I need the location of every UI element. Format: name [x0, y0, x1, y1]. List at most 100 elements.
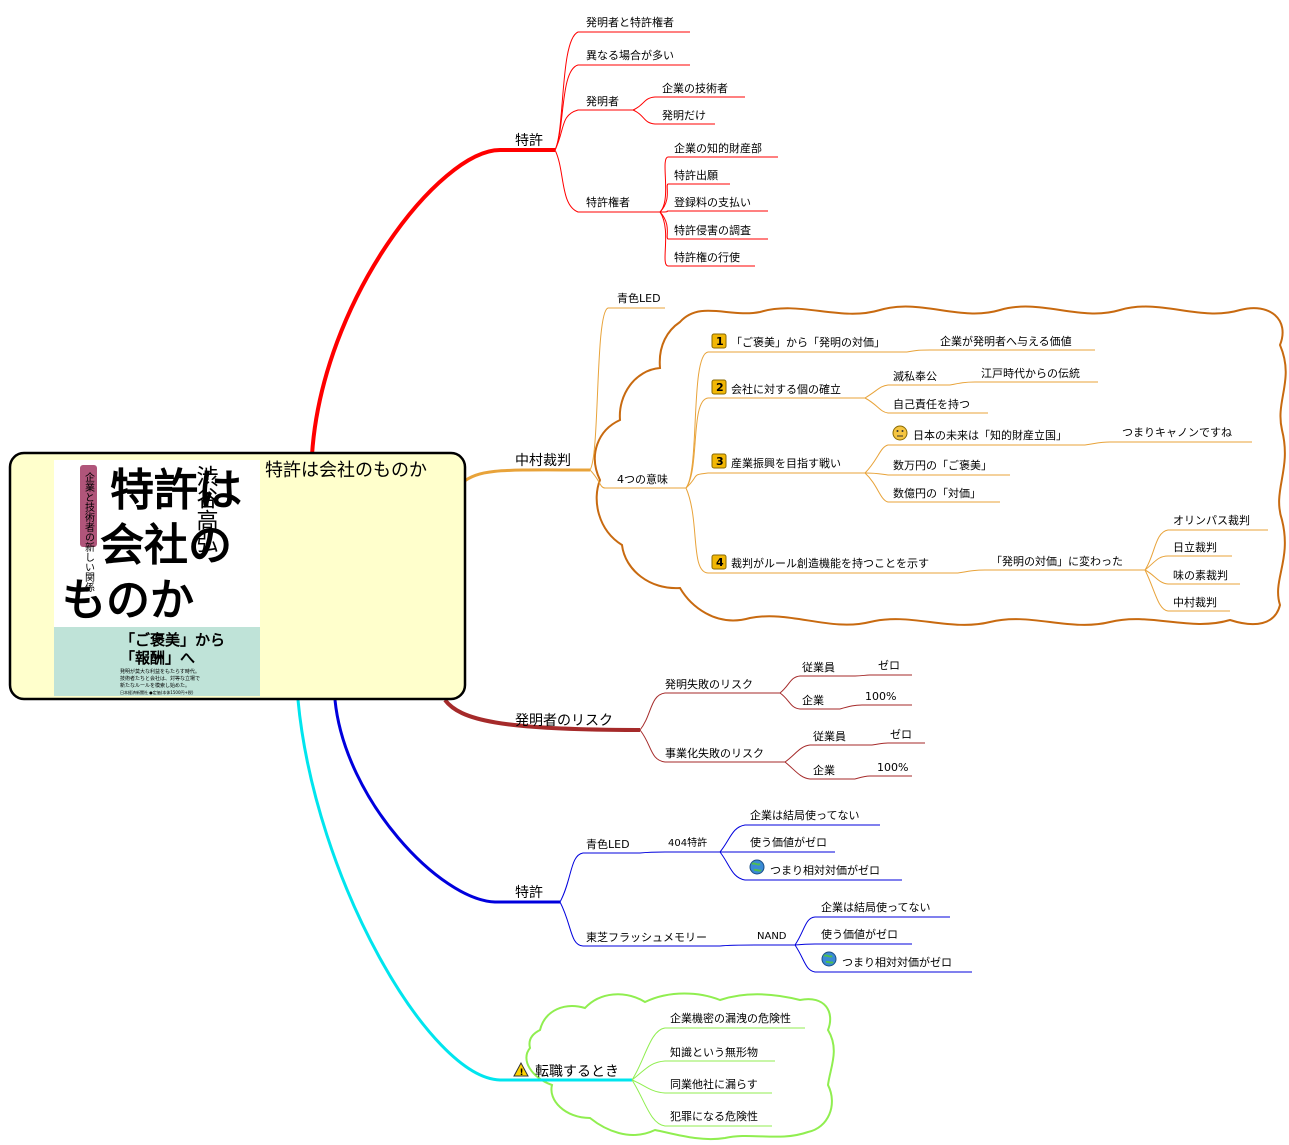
g2-item-1[interactable]: 企業は結局使ってない	[821, 900, 930, 914]
book-cover-image: 企業と技術者の新しい関係 渋谷高弘 特許は 会社の ものか 「ご褒美」から 「報…	[54, 460, 260, 696]
branch-connector-job	[296, 699, 632, 1082]
patent2-subtree-lines	[559, 824, 972, 973]
g2-item-2[interactable]: 使う価値がゼロ	[821, 927, 898, 941]
holder-item-4[interactable]: 特許侵害の調査	[674, 223, 751, 237]
patent2-group-1[interactable]: 青色LED	[586, 837, 630, 851]
svg-text:2: 2	[716, 381, 724, 394]
svg-text:つまり相対対価がゼロ: つまり相対対価がゼロ	[842, 955, 952, 969]
risk-1-who-1[interactable]: 従業員	[802, 661, 835, 674]
job-item-3[interactable]: 同業他社に漏らす	[670, 1077, 758, 1091]
holder-item-2[interactable]: 特許出願	[674, 168, 718, 182]
point-3[interactable]: 3 産業振興を目指す戦い	[711, 453, 841, 470]
patent1-subtree-lines	[554, 31, 778, 267]
branch-connector-patent2	[333, 699, 560, 904]
patent2-group-2[interactable]: 東芝フラッシュメモリー	[586, 931, 707, 944]
globe-icon	[821, 951, 837, 967]
patent1-node-inventor[interactable]: 発明者	[586, 94, 619, 108]
svg-text:1: 1	[716, 335, 724, 348]
point-3-sub-2[interactable]: 数万円の「ご褒美」	[893, 458, 992, 472]
point-1-label: 「ご褒美」から「発明の対価」	[731, 335, 885, 349]
risk-1-val-2[interactable]: 100%	[865, 690, 896, 703]
inventor-item-2[interactable]: 発明だけ	[662, 108, 706, 122]
g1-item-3[interactable]: つまり相対対価がゼロ	[749, 859, 880, 877]
book-subtitle: 企業と技術者の新しい関係	[83, 471, 95, 593]
g1-item-1[interactable]: 企業は結局使ってない	[750, 808, 859, 822]
risk-1-val-1[interactable]: ゼロ	[878, 659, 900, 672]
number-4-icon: 4	[711, 554, 727, 570]
job-item-1[interactable]: 企業機密の漏洩の危険性	[670, 1011, 791, 1025]
job-subtree-lines	[631, 1027, 805, 1127]
point-3-label: 産業振興を目指す戦い	[731, 456, 841, 470]
nakamura-subtree-lines	[589, 307, 1268, 612]
holder-item-3[interactable]: 登録料の支払い	[674, 195, 751, 209]
point-2-label: 会社に対する個の確立	[731, 382, 841, 396]
patent1-node-holder[interactable]: 特許権者	[586, 195, 630, 209]
book-blurb-4: 日本経済新聞社 ●定価(本体1500円+税)	[120, 689, 194, 695]
risk-item-2[interactable]: 事業化失敗のリスク	[665, 746, 764, 760]
holder-item-1[interactable]: 企業の知的財産部	[674, 141, 762, 155]
branch-risk-label[interactable]: 発明者のリスク	[515, 713, 613, 729]
patent2-group-2-mid[interactable]: NAND	[757, 931, 787, 942]
confused-face-icon	[892, 425, 908, 441]
point-4-sub[interactable]: 「発明の対価」に変わった	[991, 554, 1123, 568]
book-blurb-3: 新たなルールを模索し始めた。	[120, 682, 190, 689]
patent1-node-b[interactable]: 異なる場合が多い	[586, 48, 674, 62]
patent2-group-1-mid[interactable]: 404特許	[668, 836, 707, 849]
risk-2-val-1[interactable]: ゼロ	[890, 728, 912, 741]
point-3-subsub[interactable]: つまりキャノンですね	[1122, 426, 1232, 439]
patent1-node-a[interactable]: 発明者と特許権者	[586, 15, 674, 29]
risk-2-who-2[interactable]: 企業	[813, 763, 835, 777]
book-title-line-3: ものか	[62, 575, 194, 626]
job-item-2[interactable]: 知識という無形物	[670, 1045, 758, 1059]
point-3-sub-3[interactable]: 数億円の「対価」	[893, 486, 981, 500]
root-title: 特許は会社のものか	[265, 460, 427, 481]
point-2-sub-2[interactable]: 自己責任を持つ	[893, 397, 970, 411]
inventor-item-1[interactable]: 企業の技術者	[662, 81, 728, 95]
job-cloud-boundary	[525, 992, 835, 1141]
nakamura-meaning-label[interactable]: 4つの意味	[617, 472, 668, 486]
case-1[interactable]: オリンパス裁判	[1173, 514, 1250, 527]
job-item-4[interactable]: 犯罪になる危険性	[670, 1109, 758, 1123]
case-4[interactable]: 中村裁判	[1173, 595, 1217, 609]
svg-text:日本の未来は「知的財産立国」: 日本の未来は「知的財産立国」	[913, 428, 1067, 442]
point-1-sub[interactable]: 企業が発明者へ与える価値	[940, 334, 1072, 348]
svg-text:3: 3	[716, 455, 724, 468]
meaning-cloud-boundary	[593, 305, 1287, 626]
point-4[interactable]: 4 裁判がルール創造機能を持つことを示す	[711, 554, 929, 570]
case-2[interactable]: 日立裁判	[1173, 540, 1217, 554]
nakamura-blue-led[interactable]: 青色LED	[617, 291, 661, 305]
book-blurb-1: 発明が莫大な利益をもたらす時代。	[120, 668, 200, 675]
book-blurb-2: 技術者たちと会社は、対等な立場で	[120, 675, 200, 682]
risk-2-who-1[interactable]: 従業員	[813, 730, 846, 743]
branch-nakamura-label[interactable]: 中村裁判	[515, 453, 571, 469]
risk-item-1[interactable]: 発明失敗のリスク	[665, 677, 753, 691]
number-2-icon: 2	[711, 379, 727, 395]
book-tagline-2: 「報酬」へ	[120, 649, 195, 667]
point-2[interactable]: 2 会社に対する個の確立	[711, 379, 841, 396]
globe-icon	[749, 859, 765, 875]
point-2-subsub[interactable]: 江戸時代からの伝統	[981, 366, 1080, 380]
branch-patent2-label[interactable]: 特許	[515, 885, 543, 901]
svg-text:!: !	[520, 1068, 524, 1078]
g1-item-2[interactable]: 使う価値がゼロ	[750, 835, 827, 849]
warning-icon: !	[513, 1061, 529, 1078]
branch-job[interactable]: ! 転職するとき	[513, 1061, 619, 1080]
point-4-label: 裁判がルール創造機能を持つことを示す	[731, 556, 929, 570]
risk-1-who-2[interactable]: 企業	[802, 693, 824, 707]
case-3[interactable]: 味の素裁判	[1173, 569, 1228, 582]
branch-patent1-label[interactable]: 特許	[515, 133, 543, 149]
book-author: 渋谷高弘	[193, 465, 219, 553]
svg-text:4: 4	[716, 556, 724, 569]
g2-item-3[interactable]: つまり相対対価がゼロ	[821, 951, 952, 969]
book-tagline-1: 「ご褒美」から	[120, 631, 225, 649]
book-title-line-2: 会社の	[100, 520, 232, 571]
holder-item-5[interactable]: 特許権の行使	[674, 250, 740, 264]
branch-connector-nakamura	[461, 468, 591, 485]
point-2-sub-1[interactable]: 滅私奉公	[893, 369, 937, 383]
point-1[interactable]: 1 「ご褒美」から「発明の対価」	[711, 333, 885, 349]
point-3-sub-1[interactable]: 日本の未来は「知的財産立国」	[892, 425, 1067, 442]
svg-text:つまり相対対価がゼロ: つまり相対対価がゼロ	[770, 863, 880, 877]
risk-2-val-2[interactable]: 100%	[877, 761, 908, 774]
number-3-icon: 3	[711, 453, 727, 469]
